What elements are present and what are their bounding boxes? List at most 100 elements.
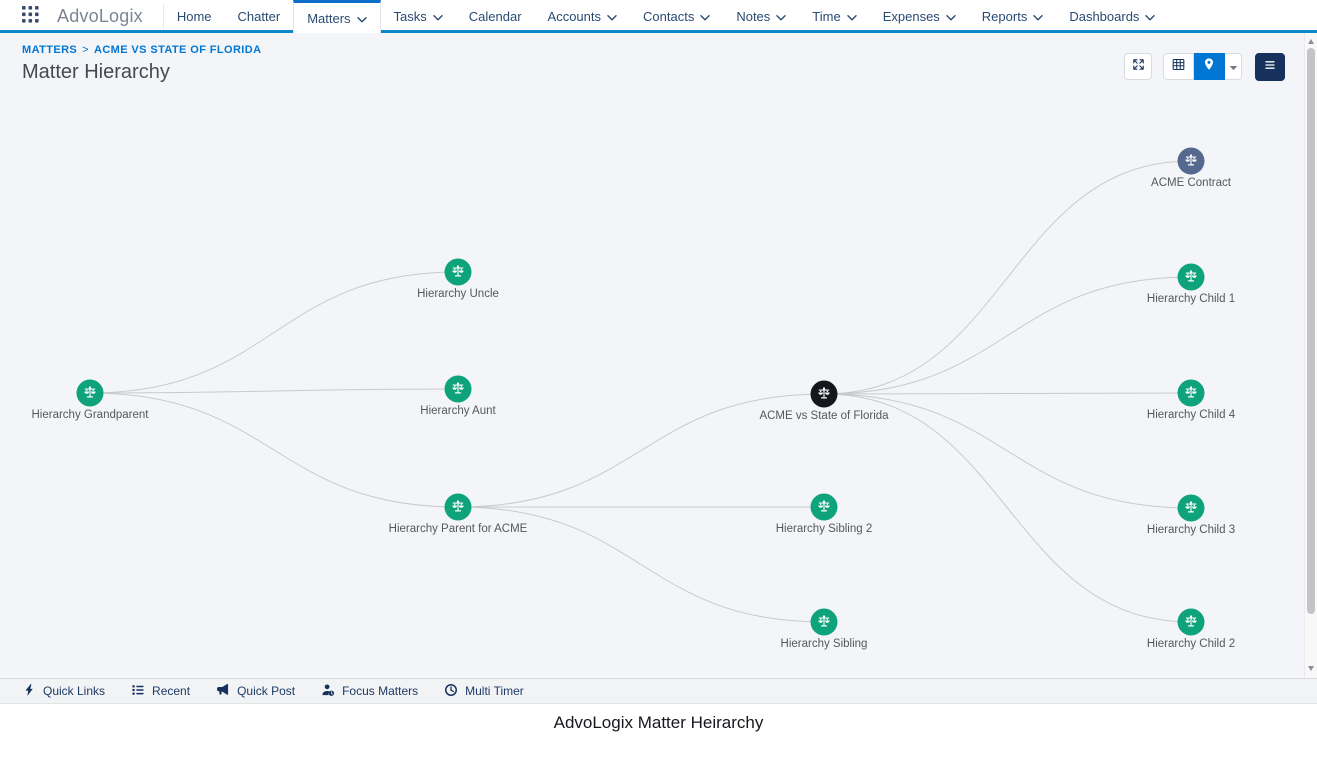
utility-item-multi-timer[interactable]: Multi Timer (431, 679, 537, 703)
tab-expenses[interactable]: Expenses (870, 0, 969, 33)
matter-node-grandparent[interactable]: Hierarchy Grandparent (32, 379, 150, 422)
scales-icon (452, 265, 464, 277)
scales-icon (452, 382, 464, 394)
matter-node-label: Hierarchy Sibling (781, 638, 868, 650)
scales-icon (1185, 386, 1197, 398)
list-icon (131, 683, 145, 700)
matter-node-child4[interactable]: Hierarchy Child 4 (1147, 379, 1236, 422)
utility-item-focus-matters[interactable]: Focus Matters (308, 679, 431, 703)
tab-tasks[interactable]: Tasks (381, 0, 456, 33)
hierarchy-edge-grandparent-uncle (89, 271, 459, 394)
tab-chatter[interactable]: Chatter (237, 9, 281, 24)
expand-icon (1131, 57, 1146, 77)
utility-item-recent[interactable]: Recent (118, 679, 203, 703)
matter-node-label: Hierarchy Aunt (420, 405, 496, 417)
vertical-scrollbar[interactable] (1304, 33, 1317, 678)
caption-area: AdvoLogix Matter Heirarchy (0, 704, 1317, 760)
tab-home[interactable]: Home (176, 9, 212, 24)
chevron-down-icon (607, 9, 617, 24)
utility-item-quick-post[interactable]: Quick Post (203, 679, 308, 703)
scales-icon (84, 386, 96, 398)
matter-node-acme[interactable]: ACME vs State of Florida (759, 380, 889, 423)
matter-node-label: Hierarchy Sibling 2 (776, 523, 873, 535)
hierarchy-edge-acme-child1 (823, 276, 1192, 395)
tab-dashboards[interactable]: Dashboards (1056, 0, 1168, 33)
matter-node-child1[interactable]: Hierarchy Child 1 (1147, 263, 1235, 306)
matter-node-label: Hierarchy Child 2 (1147, 638, 1235, 650)
clock-icon (444, 683, 458, 700)
main-content: MATTERS > ACME VS STATE OF FLORIDA Matter … (0, 33, 1317, 678)
matter-node-label: Hierarchy Grandparent (32, 409, 150, 421)
tab-matters[interactable]: Matters (293, 0, 381, 33)
hierarchy-edge-acme-contract (823, 160, 1192, 395)
matter-node-child2[interactable]: Hierarchy Child 2 (1147, 608, 1235, 651)
view-dropdown-button[interactable] (1225, 53, 1242, 80)
breadcrumb-matters-link[interactable]: MATTERS (22, 44, 78, 56)
map-view-button[interactable] (1194, 53, 1225, 80)
scales-icon (818, 500, 830, 512)
tab-notes[interactable]: Notes (723, 0, 799, 33)
page-title: Matter Hierarchy (22, 61, 170, 83)
brand-divider (162, 4, 164, 29)
view-switcher (1163, 53, 1242, 80)
tab-accounts[interactable]: Accounts (535, 0, 630, 33)
scroll-up-arrow[interactable] (1308, 39, 1314, 44)
scales-icon (818, 387, 830, 399)
matter-node-label: Hierarchy Child 1 (1147, 293, 1235, 305)
hamburger-icon (1262, 57, 1278, 78)
tab-time[interactable]: Time (799, 0, 869, 33)
matter-node-contract[interactable]: ACME Contract (1151, 147, 1232, 190)
hierarchy-edge-grandparent-aunt (89, 388, 459, 394)
page-header: MATTERS > ACME VS STATE OF FLORIDA Matter … (0, 33, 1317, 84)
matter-node-parent[interactable]: Hierarchy Parent for ACME (389, 493, 528, 536)
hierarchy-edge-grandparent-parent (89, 392, 459, 508)
expand-button[interactable] (1124, 53, 1152, 80)
tab-contacts[interactable]: Contacts (630, 0, 723, 33)
matter-node-label: ACME Contract (1151, 177, 1232, 189)
matter-node-child3[interactable]: Hierarchy Child 3 (1147, 494, 1235, 537)
caption-text: AdvoLogix Matter Heirarchy (553, 713, 764, 732)
waffle-icon (22, 5, 39, 28)
tab-reports[interactable]: Reports (969, 0, 1057, 33)
scroll-down-arrow[interactable] (1308, 666, 1314, 671)
scales-icon (1185, 270, 1197, 282)
hierarchy-edge-parent-sibling (457, 506, 825, 623)
chevron-down-icon (776, 9, 786, 24)
scales-icon (1185, 154, 1197, 166)
megaphone-icon (216, 683, 230, 700)
matter-node-sibling[interactable]: Hierarchy Sibling (781, 608, 868, 651)
breadcrumb: MATTERS > ACME VS STATE OF FLORIDA (22, 44, 1317, 56)
app-brand: AdvoLogix (57, 6, 143, 26)
menu-button[interactable] (1255, 53, 1285, 81)
matter-node-label: Hierarchy Parent for ACME (389, 523, 528, 535)
tab-calendar[interactable]: Calendar (468, 9, 522, 24)
hierarchy-edge-acme-child4 (823, 392, 1192, 395)
scales-icon (818, 615, 830, 627)
matter-node-sibling2[interactable]: Hierarchy Sibling 2 (776, 493, 873, 536)
scales-icon (1185, 501, 1197, 513)
matter-node-aunt[interactable]: Hierarchy Aunt (420, 375, 497, 418)
table-icon (1171, 57, 1186, 77)
matter-node-uncle[interactable]: Hierarchy Uncle (417, 258, 499, 301)
chevron-down-icon (1033, 9, 1044, 24)
table-view-button[interactable] (1163, 53, 1194, 80)
breadcrumb-separator: > (82, 44, 89, 56)
scrollbar-thumb[interactable] (1307, 48, 1315, 614)
lightning-icon (23, 683, 36, 700)
matter-node-label: Hierarchy Uncle (417, 288, 499, 300)
app-launcher-button[interactable] (0, 0, 43, 33)
matter-node-label: Hierarchy Child 3 (1147, 524, 1235, 536)
toolbar (1124, 53, 1285, 81)
scales-icon (452, 500, 464, 512)
chevron-down-icon (1145, 9, 1156, 24)
nav-brand-underline (0, 30, 1317, 33)
chevron-down-icon (700, 9, 711, 24)
utility-item-quick-links[interactable]: Quick Links (10, 679, 118, 703)
hierarchy-edge-acme-child2 (823, 393, 1192, 623)
breadcrumb-record-link[interactable]: ACME VS STATE OF FLORIDA (93, 44, 262, 56)
chevron-down-icon (433, 9, 443, 24)
chevron-down-icon (847, 9, 857, 24)
